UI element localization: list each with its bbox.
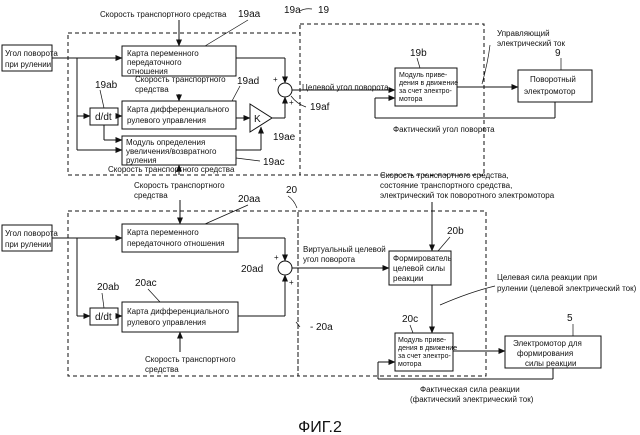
diff20-line-2: рулевого управления: [127, 318, 206, 327]
gain-label: K: [254, 114, 261, 125]
diff20-line-1: Карта дифференциального: [127, 307, 230, 316]
control-current-2: электрический ток: [497, 39, 565, 48]
bottom-derivative-label: d/dt: [95, 312, 112, 323]
vgr-map-line-2: передаточного: [127, 58, 182, 67]
ref-20a: 20a: [316, 322, 333, 333]
ref-19a: 19a: [284, 5, 301, 16]
actual-angle-label: Фактический угол поворота: [393, 125, 495, 134]
bottom-adder: [278, 261, 292, 275]
ref-20ad: 20ad: [241, 264, 263, 275]
actual-reaction-1: Фактическая сила реакции: [420, 385, 520, 394]
ref-20aa: 20aa: [238, 194, 261, 205]
rm-line-2: формирования: [517, 349, 573, 358]
judge-line-1: Модуль определения: [126, 138, 205, 147]
ref-20ab: 20ab: [97, 282, 120, 293]
state-inputs-1: Скорость транспортного средства,: [380, 171, 509, 180]
ref-20ac: 20ac: [135, 278, 157, 289]
ref-20: 20: [286, 185, 298, 196]
target-reaction-1: Целевая сила реакции при: [497, 273, 597, 282]
steering-motor-line-1: Поворотный: [530, 75, 576, 84]
top-adder: [278, 83, 292, 97]
top-speed-2b: средства: [135, 85, 169, 94]
tf-line-2: целевой силы: [393, 264, 445, 273]
top-input-line-1: Угол поворота: [5, 49, 58, 58]
bottom-adder-plus-b: +: [289, 278, 294, 287]
judge-line-2: увеличения/возвратного: [126, 147, 217, 156]
ref-19ab: 19ab: [95, 80, 118, 91]
md20c-line-2: дения в движение: [398, 345, 457, 352]
target-angle-label: Целевой угол поворота: [302, 83, 389, 92]
control-current-1: Управляющий: [497, 29, 550, 38]
tf-line-3: реакции: [393, 274, 423, 283]
ref-20b: 20b: [447, 226, 464, 237]
ref-19ac: 19ac: [263, 157, 285, 168]
virtual-target-2: угол поворота: [303, 255, 356, 264]
vgr20-line-2: передаточного отношения: [127, 239, 225, 248]
actual-reaction-2: (фактический электрический ток): [410, 395, 534, 404]
diff-map-line-1: Карта дифференциального: [127, 105, 230, 114]
top-input-line-2: при рулении: [5, 60, 51, 69]
state-inputs-3: электрический ток поворотного электромот…: [380, 191, 555, 200]
tf-line-1: Формирователь: [393, 254, 452, 263]
bottom-speed-bottom-1: Скорость транспортного: [145, 355, 236, 364]
steering-motor-line-2: электромотор: [524, 87, 576, 96]
bottom-adder-plus-a: +: [274, 253, 279, 262]
target-reaction-2: рулении (целевой электрический ток): [497, 284, 637, 293]
diff-map-line-2: рулевого управления: [127, 116, 206, 125]
ref-19af: 19af: [310, 102, 330, 113]
top-derivative-label: d/dt: [95, 112, 112, 123]
ref-19aa: 19aa: [238, 9, 261, 20]
md19b-line-1: Модуль приве-: [399, 72, 448, 79]
ref-19b: 19b: [410, 48, 427, 59]
vgr20-line-1: Карта переменного: [127, 228, 199, 237]
top-speed-3: Скорость транспортного средства: [108, 165, 235, 174]
md19b-line-4: мотора: [399, 96, 422, 103]
md20c-line-1: Модуль приве-: [398, 337, 447, 344]
ref-5: 5: [567, 313, 573, 324]
top-adder-plus-a: +: [273, 75, 278, 84]
bottom-speed-bottom-2: средства: [145, 365, 179, 374]
ref-19ae: 19ae: [273, 132, 296, 143]
rm-line-1: Электромотор для: [513, 339, 582, 348]
bottom-input-line-1: Угол поворота: [5, 229, 58, 238]
virtual-target-1: Виртуальный целевой: [303, 245, 386, 254]
md20c-line-3: за счет электро-: [398, 353, 451, 360]
top-adder-plus-b: +: [289, 98, 294, 107]
md19b-line-2: дения в движение: [399, 80, 458, 87]
ref-19ad: 19ad: [237, 76, 259, 87]
ref-9: 9: [555, 48, 561, 59]
figure-caption: ФИГ.2: [298, 419, 342, 435]
judge-line-3: руления: [126, 156, 157, 165]
md19b-line-3: за счет электро-: [399, 88, 452, 95]
bottom-wiring: [52, 196, 573, 379]
md20c-line-4: мотора: [398, 361, 421, 368]
state-inputs-2: состояние транспортного средства,: [380, 181, 512, 190]
top-speed-1: Скорость транспортного средства: [100, 10, 227, 19]
vgr-map-line-1: Карта переменного: [127, 49, 199, 58]
bottom-input-line-2: при рулении: [5, 240, 51, 249]
bottom-speed-top-2: средства: [134, 191, 168, 200]
ref-20a-prefix: -: [310, 322, 313, 333]
ref-20c: 20c: [402, 314, 418, 325]
ref-19: 19: [318, 5, 330, 16]
vgr-map-line-3: отношения: [127, 67, 168, 76]
rm-line-3: силы реакции: [525, 359, 576, 368]
bottom-speed-top-1: Скорость транспортного: [134, 181, 225, 190]
